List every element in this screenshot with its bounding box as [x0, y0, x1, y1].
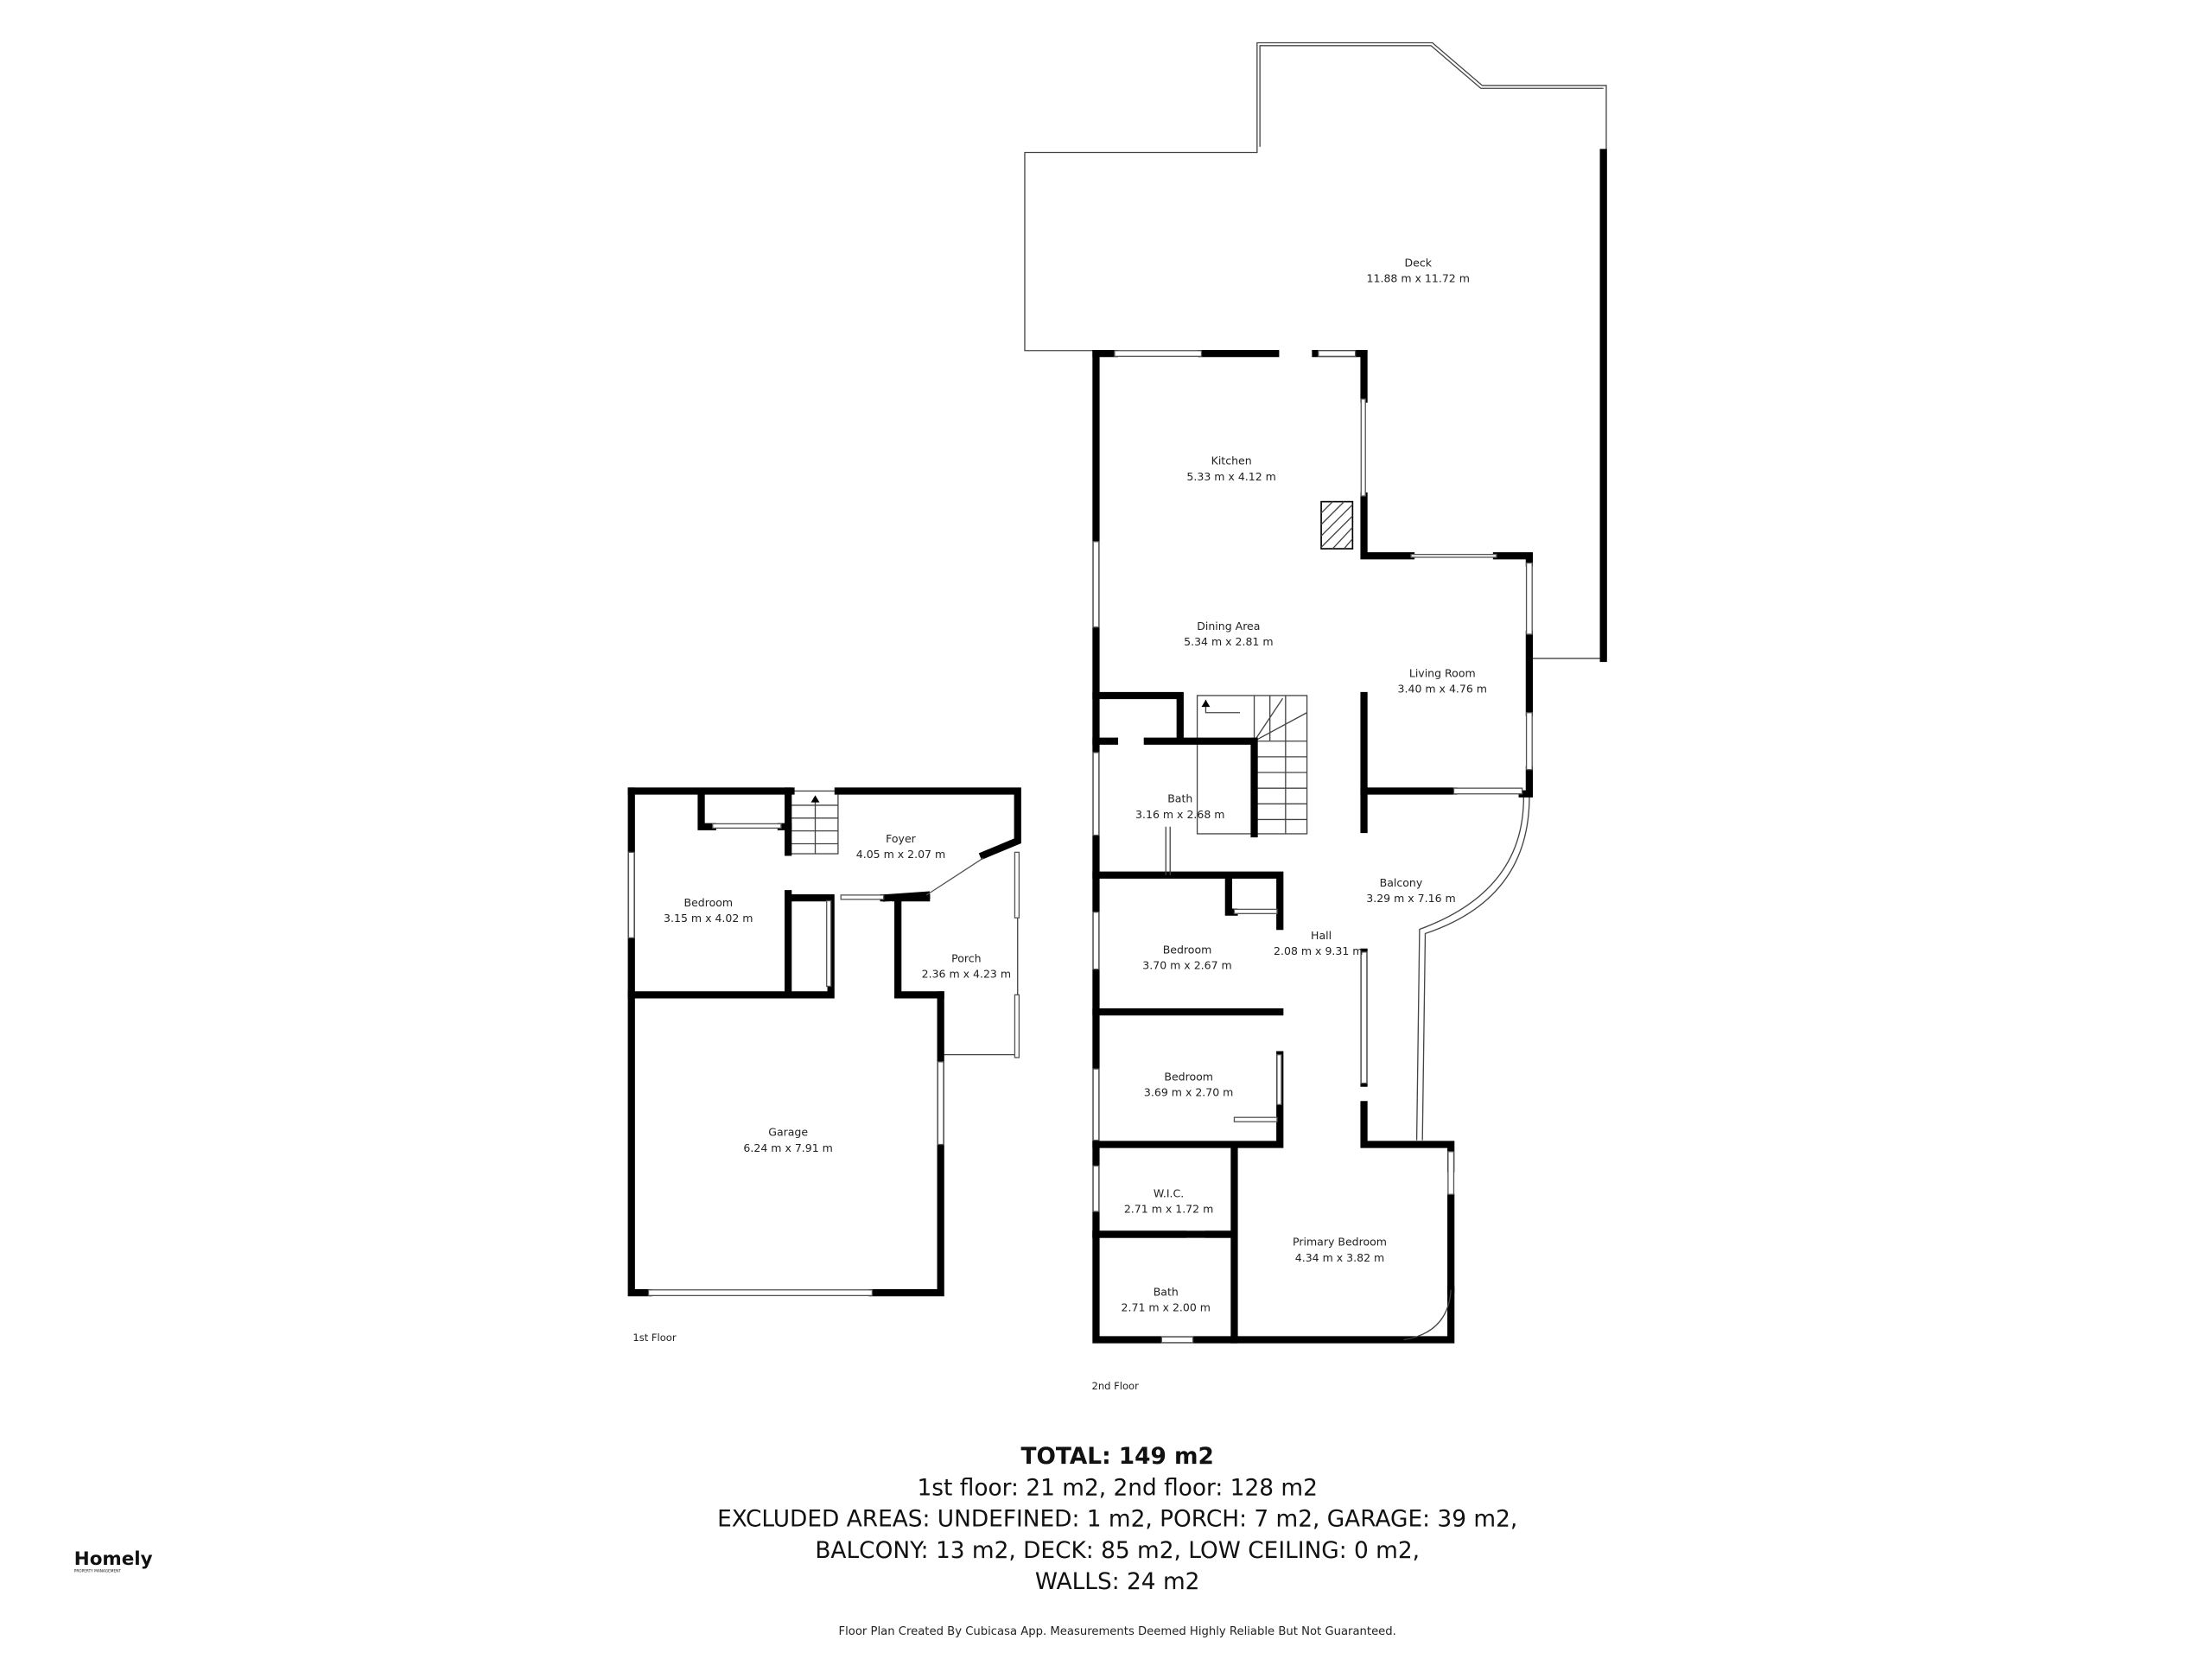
room-dims-primary-bedroom: 4.34 m x 3.82 m: [1295, 1251, 1384, 1264]
floor-areas: 1st floor: 21 m2, 2nd floor: 128 m2: [918, 1475, 1318, 1501]
room-label-bedroom-3: Bedroom: [1164, 1070, 1213, 1083]
room-dims-kitchen: 5.33 m x 4.12 m: [1186, 470, 1275, 483]
room-dims-deck: 11.88 m x 11.72 m: [1367, 272, 1470, 285]
room-label-bedroom-1f: Bedroom: [683, 896, 733, 909]
room-dims-dining-area: 5.34 m x 2.81 m: [1184, 635, 1273, 648]
room-dims-garage: 6.24 m x 7.91 m: [743, 1141, 832, 1154]
room-dims-bath-1: 3.16 m x 2.68 m: [1135, 808, 1224, 821]
total-area: TOTAL: 149 m2: [1021, 1444, 1214, 1470]
room-label-bedroom-2: Bedroom: [1163, 944, 1212, 957]
excluded-areas-line-2: BALCONY: 13 m2, DECK: 85 m2, LOW CEILING…: [815, 1538, 1420, 1564]
room-label-porch: Porch: [951, 951, 981, 964]
room-label-kitchen: Kitchen: [1211, 454, 1252, 467]
first-floor-plan: Bedroom 3.15 m x 4.02 m Foyer 4.05 m x 2…: [627, 787, 1021, 1344]
disclaimer: Floor Plan Created By Cubicasa App. Meas…: [839, 1625, 1396, 1638]
room-dims-bedroom-1f: 3.15 m x 4.02 m: [664, 912, 753, 925]
room-dims-hall: 2.08 m x 9.31 m: [1274, 944, 1363, 957]
room-label-garage: Garage: [768, 1126, 808, 1139]
room-label-wic: W.I.C.: [1154, 1187, 1184, 1200]
walls-area: WALLS: 24 m2: [1035, 1569, 1200, 1595]
second-floor-plan: Deck 11.88 m x 11.72 m Kitchen 5.33 m x …: [1024, 41, 1607, 1392]
room-label-hall: Hall: [1311, 929, 1332, 942]
homely-logo: Homely PROPERTY MANAGEMENT: [74, 1548, 153, 1573]
room-dims-bedroom-2: 3.70 m x 2.67 m: [1142, 959, 1231, 972]
stairs-icon: [790, 790, 839, 855]
room-dims-foyer: 4.05 m x 2.07 m: [856, 848, 945, 861]
room-dims-wic: 2.71 m x 1.72 m: [1124, 1203, 1213, 1216]
room-dims-living-room: 3.40 m x 4.76 m: [1398, 683, 1487, 696]
area-summary: TOTAL: 149 m2 1st floor: 21 m2, 2nd floo…: [717, 1444, 1517, 1638]
room-dims-porch: 2.36 m x 4.23 m: [922, 968, 1011, 981]
room-label-balcony: Balcony: [1380, 876, 1423, 889]
room-dims-bedroom-3: 3.69 m x 2.70 m: [1144, 1085, 1233, 1098]
room-label-primary-bedroom: Primary Bedroom: [1293, 1236, 1387, 1249]
floor-label-2nd: 2nd Floor: [1092, 1380, 1140, 1392]
room-label-foyer: Foyer: [886, 832, 917, 845]
logo-tagline: PROPERTY MANAGEMENT: [74, 1568, 122, 1573]
floor-label-1st: 1st Floor: [632, 1332, 676, 1344]
room-label-bath-1: Bath: [1167, 792, 1192, 805]
room-label-living-room: Living Room: [1409, 667, 1476, 680]
room-label-bath-2: Bath: [1154, 1285, 1179, 1298]
room-label-deck: Deck: [1405, 256, 1433, 269]
room-dims-bath-2: 2.71 m x 2.00 m: [1122, 1301, 1211, 1314]
logo-name: Homely: [74, 1548, 153, 1570]
fireplace-icon: [1320, 500, 1354, 550]
room-dims-balcony: 3.29 m x 7.16 m: [1366, 892, 1455, 905]
excluded-areas-line-1: EXCLUDED AREAS: UNDEFINED: 1 m2, PORCH: …: [717, 1507, 1517, 1533]
room-label-dining-area: Dining Area: [1197, 620, 1260, 632]
